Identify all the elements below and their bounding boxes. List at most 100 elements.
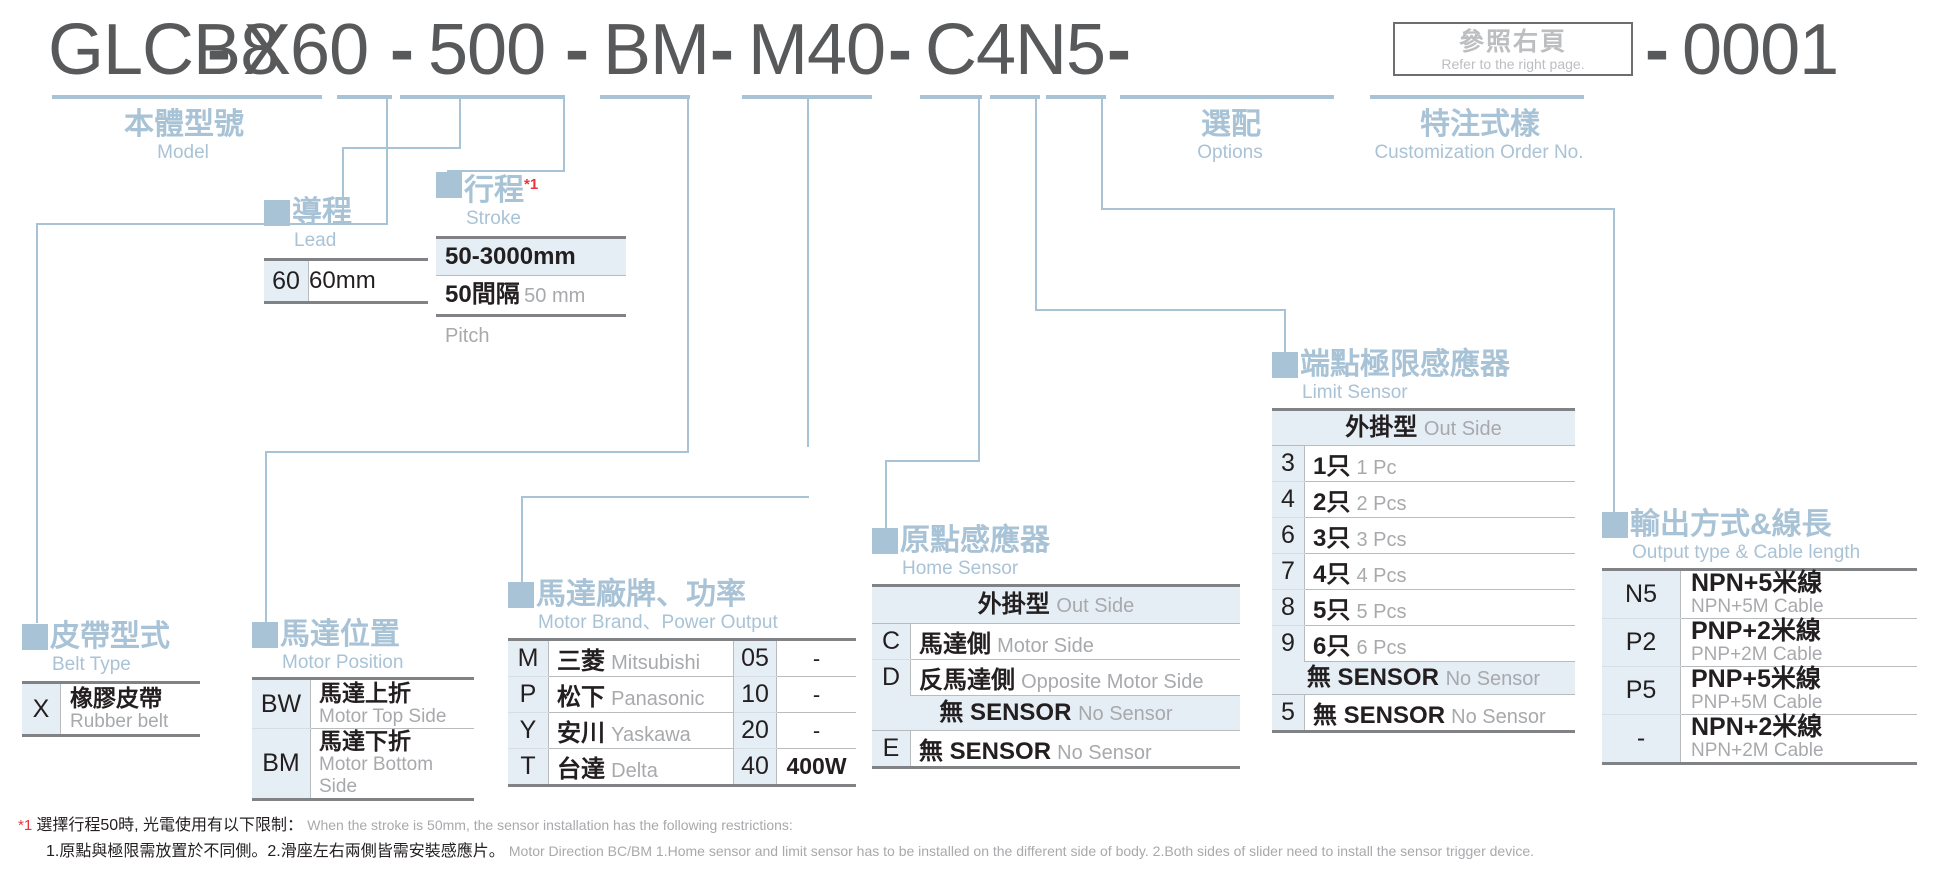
code-tick-limit	[990, 95, 1040, 99]
section-limit-en: Limit Sensor	[1302, 382, 1408, 403]
section-output-en: Output type & Cable length	[1632, 542, 1861, 563]
table-row[interactable]: C 馬達側 Motor Side	[872, 624, 1240, 660]
table-row[interactable]: P 松下 Panasonic 10 -	[508, 676, 856, 713]
section-limit-sensor: 端點極限感應器 Limit Sensor 外掛型 Out Side 3 1只 1…	[1272, 348, 1575, 733]
code-dash-3: -	[565, 10, 589, 90]
table-row[interactable]: 50間隔 50 mm Pitch	[436, 276, 626, 347]
section-motorpos-header: 馬達位置	[252, 618, 474, 652]
code-dash-1: -	[207, 10, 231, 90]
section-lead-en: Lead	[294, 230, 337, 251]
limit-key-6: 6	[1272, 517, 1305, 554]
limit-zh-5: 無 SENSOR	[1313, 702, 1446, 729]
belt-key-x: X	[22, 684, 61, 734]
connector-output-v1	[1101, 99, 1103, 210]
motorbrand-watt-m: -	[776, 641, 856, 677]
table-row[interactable]: E 無 SENSOR No Sensor	[872, 731, 1240, 766]
motor-brand-table: M 三菱 Mitsubishi 05 - P 松下 Panasonic 10 -	[508, 638, 856, 787]
table-row[interactable]: 7 4只 4 Pcs	[1272, 553, 1575, 590]
footnote-line2-zh: 1.原點與極限需放置於不同側。2.滑座左右兩側皆需安裝感應片。	[46, 843, 505, 860]
model-code-row: GLCB8 - X60 - 500 - BM - M40 - C4N5 - 參照…	[0, 0, 1943, 100]
limit-en-8: 5 Pcs	[1356, 601, 1407, 623]
table-row[interactable]: BM 馬達下折 Motor Bottom Side	[252, 728, 474, 798]
section-lead: 導程 Lead 60 60mm	[264, 196, 428, 304]
home-key-c: C	[872, 624, 911, 660]
limit-key-7: 7	[1272, 553, 1305, 590]
connector-stroke-v1	[563, 99, 565, 172]
home-en-c: Motor Side	[997, 635, 1094, 657]
stroke-footnote-marker: *1	[524, 176, 539, 193]
table-row[interactable]: 60 60mm	[264, 261, 428, 301]
motorbrand-watt-p: -	[776, 676, 856, 713]
section-output-zh: 輸出方式&線長	[1630, 508, 1832, 541]
home-banner-zh: 外掛型	[977, 591, 1050, 618]
table-row[interactable]: 4 2只 2 Pcs	[1272, 481, 1575, 518]
connector-belt-v	[36, 223, 38, 623]
section-customization-zh: 特注式樣	[1420, 108, 1540, 141]
table-row[interactable]: X 橡膠皮帶 Rubber belt	[22, 684, 200, 734]
home-zh-c: 馬達側	[919, 631, 991, 658]
motorbrand-watt-y: -	[776, 712, 856, 749]
table-row[interactable]: P5 PNP+5米線 PNP+5M Cable	[1602, 665, 1917, 715]
table-row[interactable]: M 三菱 Mitsubishi 05 -	[508, 641, 856, 677]
limit-en-7: 4 Pcs	[1356, 565, 1407, 587]
home-zh-d: 反馬達側	[919, 667, 1015, 694]
section-motor-brand: 馬達廠牌、功率 Motor Brand、Power Output M 三菱 Mi…	[508, 578, 856, 787]
connector-motorpos-v2	[265, 451, 267, 632]
motorpos-key-bm: BM	[252, 728, 311, 798]
motorbrand-en-y: Yaskawa	[611, 724, 691, 746]
table-row[interactable]: BW 馬達上折 Motor Top Side	[252, 680, 474, 729]
motor-position-table: BW 馬達上折 Motor Top Side BM 馬達下折 Motor Bot…	[252, 677, 474, 801]
code-tick-belt	[337, 95, 392, 99]
code-tick-lead	[400, 95, 460, 99]
code-tick-output	[1046, 95, 1106, 99]
table-row[interactable]: 6 3只 3 Pcs	[1272, 517, 1575, 554]
limit-en-5: No Sensor	[1451, 706, 1546, 728]
table-row[interactable]: T 台達 Delta 40 400W	[508, 748, 856, 784]
code-tick-model	[52, 95, 322, 99]
motorbrand-power-40: 40	[733, 748, 777, 784]
table-row[interactable]: Y 安川 Yaskawa 20 -	[508, 712, 856, 749]
motorbrand-key-t: T	[508, 748, 549, 784]
table-row[interactable]: 5 無 SENSOR No Sensor	[1272, 695, 1575, 730]
output-en-dash: NPN+2M Cable	[1691, 740, 1824, 761]
section-customization: 特注式樣 Customization Order No.	[1374, 108, 1584, 164]
section-limit-zh: 端點極限感應器	[1300, 348, 1510, 381]
limit-key-9: 9	[1272, 625, 1305, 662]
limit-banner2-en: No Sensor	[1445, 668, 1541, 690]
bullet-square-icon	[22, 624, 48, 650]
table-row[interactable]: - NPN+2米線 NPN+2M Cable	[1602, 713, 1917, 762]
output-zh-p5: PNP+5米線	[1691, 665, 1821, 693]
table-row[interactable]: P2 PNP+2米線 PNP+2M Cable	[1602, 618, 1917, 667]
table-row[interactable]: 9 6只 6 Pcs	[1272, 625, 1575, 662]
output-zh-dash: NPN+2米線	[1691, 713, 1823, 741]
section-options-zh: 選配	[1201, 108, 1261, 141]
section-belt-type: 皮帶型式 Belt Type X 橡膠皮帶 Rubber belt	[22, 620, 200, 737]
section-output-header: 輸出方式&線長	[1602, 508, 1917, 542]
section-limit-header: 端點極限感應器	[1272, 348, 1575, 382]
table-row[interactable]: 8 5只 5 Pcs	[1272, 589, 1575, 626]
code-segment-motorpos: BM	[603, 10, 710, 90]
limit-en-4: 2 Pcs	[1356, 493, 1407, 515]
options-reference-box: 參照右頁 Refer to the right page.	[1393, 22, 1633, 76]
lead-key-60: 60	[264, 261, 309, 301]
footnote-line1-zh: 選擇行程50時, 光電使用有以下限制：	[36, 817, 304, 834]
section-stroke-zh: 行程*1	[464, 174, 539, 207]
lead-table: 60 60mm	[264, 258, 428, 304]
bullet-square-icon	[1272, 352, 1298, 378]
belt-zh: 橡膠皮帶	[70, 684, 162, 711]
table-row[interactable]: N5 NPN+5米線 NPN+5M Cable	[1602, 571, 1917, 619]
code-tick-options	[1120, 95, 1334, 99]
section-customization-en: Customization Order No.	[1374, 142, 1584, 163]
section-home-en: Home Sensor	[902, 558, 1019, 579]
code-segment-model: GLCB8	[48, 10, 280, 90]
output-type-table: N5 NPN+5米線 NPN+5M Cable P2 PNP+2米線 PNP+2…	[1602, 568, 1917, 765]
table-row[interactable]: D 反馬達側 Opposite Motor Side	[872, 659, 1240, 696]
section-home-sensor: 原點感應器 Home Sensor 外掛型 Out Side C 馬達側 Mot…	[872, 524, 1240, 769]
table-row[interactable]: 3 1只 1 Pc	[1272, 446, 1575, 482]
limit-banner2-zh: 無 SENSOR	[1306, 664, 1439, 691]
section-model-en: Model	[157, 142, 209, 163]
limit-zh-6: 3只	[1313, 525, 1351, 552]
limit-zh-9: 6只	[1313, 633, 1351, 660]
section-belt-header: 皮帶型式	[22, 620, 200, 654]
motorbrand-zh-m: 三菱	[557, 648, 605, 675]
